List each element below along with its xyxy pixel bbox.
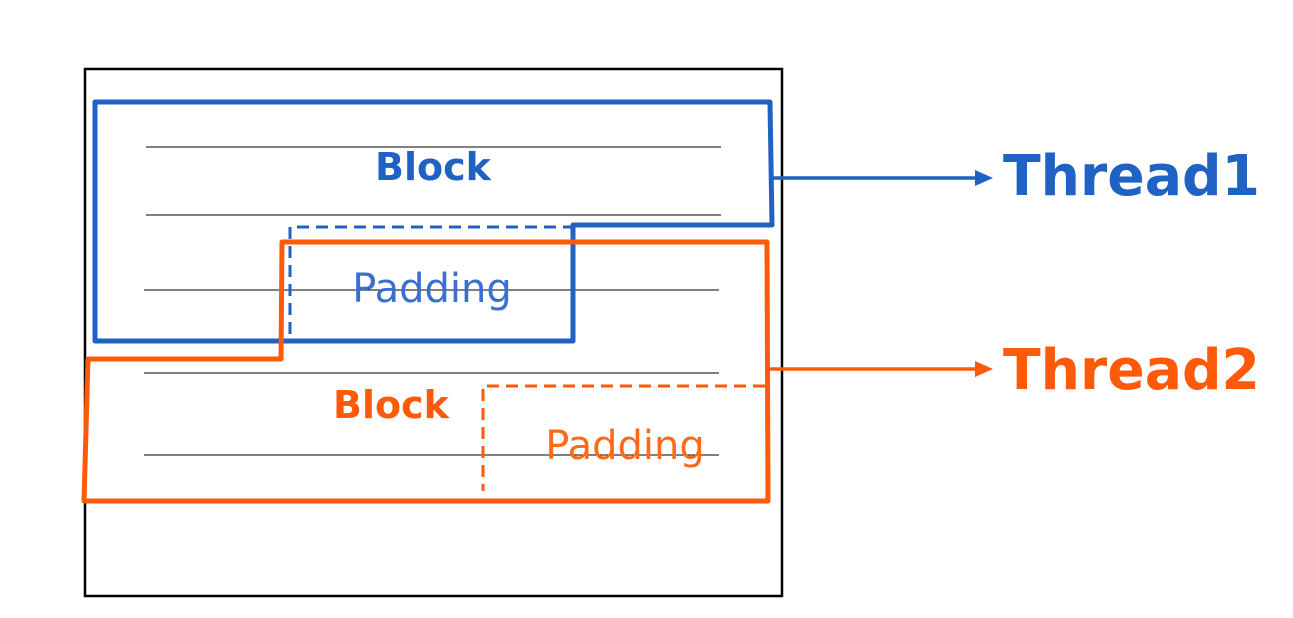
thread1-arrowhead	[975, 170, 993, 186]
memory-frame	[83, 67, 784, 598]
thread1-padding-label: Padding	[352, 266, 511, 312]
thread2-block-outline	[81, 239, 771, 504]
thread2-arrowhead	[975, 361, 993, 377]
thread1-block-outline	[92, 99, 775, 344]
thread2-label: Thread2	[1003, 338, 1260, 403]
thread2-padding-outline	[481, 384, 765, 491]
thread1-block-label: Block	[375, 145, 492, 189]
thread1-label: Thread1	[1003, 144, 1260, 209]
thread2-block-label: Block	[333, 383, 450, 427]
thread2-padding-label: Padding	[545, 423, 704, 469]
